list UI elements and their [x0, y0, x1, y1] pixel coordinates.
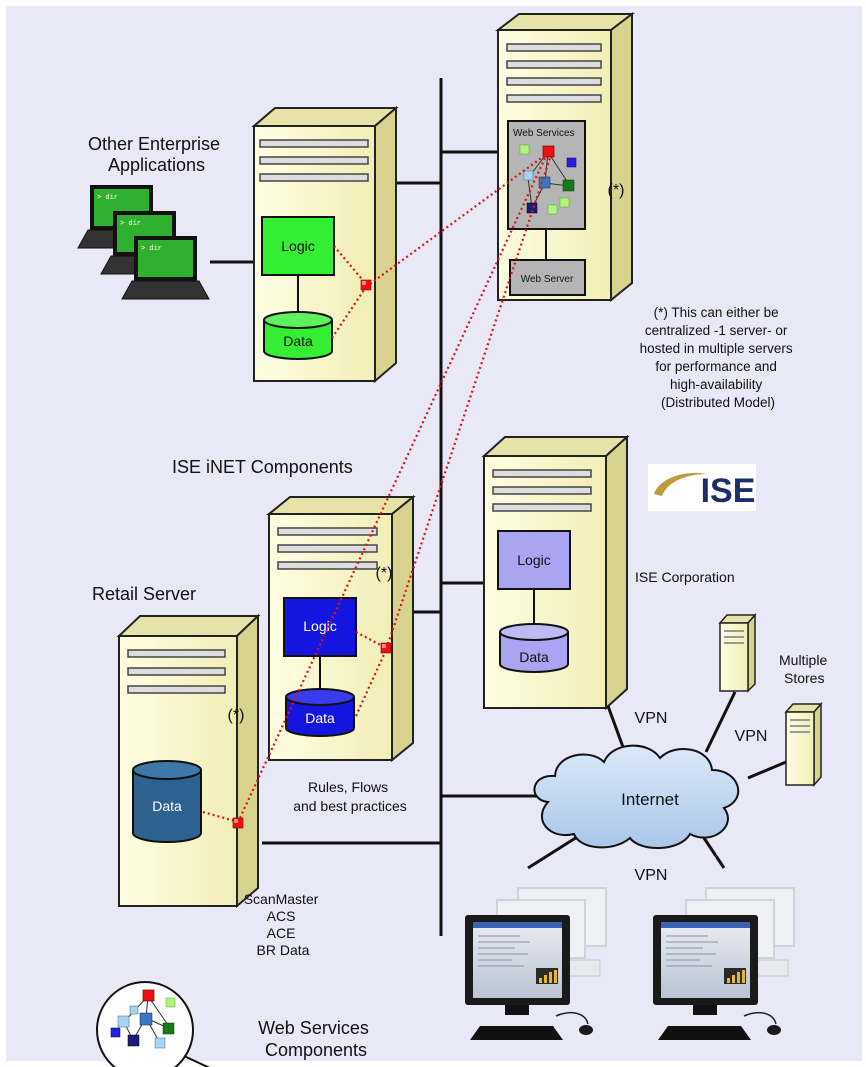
connector-cube-icon — [232, 817, 244, 829]
data-label: Data — [305, 710, 335, 726]
ise-logo: ISE — [648, 464, 756, 511]
ise-inet-asterisk: (*) — [376, 565, 393, 582]
connector-cube-icon — [380, 642, 392, 654]
store-server[interactable] — [784, 702, 823, 787]
logic-label: Logic — [517, 552, 550, 568]
logic-box — [261, 216, 335, 276]
web-service-connections — [202, 152, 552, 824]
logic-label: Logic — [303, 618, 336, 634]
data-cylinder — [285, 688, 355, 737]
web-services-legend — [96, 981, 211, 1067]
web-services-cubes-icon — [519, 144, 577, 215]
web-services-box — [507, 120, 586, 230]
data-label: Data — [152, 798, 182, 814]
other-enterprise-title: Other Enterprise Applications — [88, 134, 225, 175]
retail-server[interactable]: (*) Data — [116, 613, 261, 909]
data-cylinder — [263, 311, 333, 360]
internet-label: Internet — [621, 790, 679, 809]
ise-corporation-label: ISE Corporation — [635, 569, 735, 585]
legend-cubes-icon — [110, 989, 176, 1049]
client-workstation[interactable] — [653, 887, 795, 1040]
data-cylinder — [132, 760, 202, 843]
ise-inet-server[interactable]: (*) Logic Data — [266, 494, 416, 763]
ise-corporation-server[interactable]: Logic Data — [481, 434, 630, 711]
logic-box — [497, 530, 571, 590]
web-services-asterisk: (*) — [608, 182, 625, 199]
store-server[interactable] — [718, 613, 757, 693]
internet-cloud[interactable]: Internet — [533, 744, 740, 850]
client-workstation[interactable] — [465, 887, 607, 1040]
ise-inet-components-title: ISE iNET Components — [172, 457, 353, 477]
svg-text:> dir: > dir — [141, 245, 162, 253]
vpn-label: VPN — [635, 867, 668, 884]
svg-text:> dir: > dir — [120, 220, 141, 228]
retail-server-title: Retail Server — [92, 584, 196, 604]
vpn-label: VPN — [635, 710, 668, 727]
svg-text:> dir: > dir — [97, 194, 118, 202]
data-label: Data — [283, 333, 313, 349]
retail-asterisk: (*) — [228, 707, 245, 724]
connector-cube-icon — [360, 279, 372, 291]
web-server-label: Web Server — [521, 274, 574, 285]
web-services-server[interactable]: Web Services Web Server (*) — [495, 11, 635, 303]
logic-box — [283, 597, 357, 657]
retail-apps-list: ScanMaster ACS ACE BR Data — [244, 891, 323, 958]
enterprise-server[interactable]: Logic Data — [251, 105, 399, 384]
multiple-stores-label: Multiple Stores — [779, 652, 831, 686]
data-cylinder — [499, 623, 569, 673]
ise-logo-text: ISE — [701, 472, 756, 510]
web-services-components-label: Web Services Components — [258, 1018, 374, 1060]
rules-flows-label: Rules, Flows and best practices — [293, 779, 407, 814]
laptop-icon: > dir — [121, 236, 210, 300]
data-label: Data — [519, 649, 549, 665]
vpn-label: VPN — [735, 728, 768, 745]
enterprise-laptops[interactable]: > dir > dir > dir — [77, 185, 210, 300]
web-services-label: Web Services — [513, 128, 575, 139]
distribution-note: (*) This can either be centralized -1 se… — [640, 305, 797, 410]
logic-label: Logic — [281, 238, 314, 254]
